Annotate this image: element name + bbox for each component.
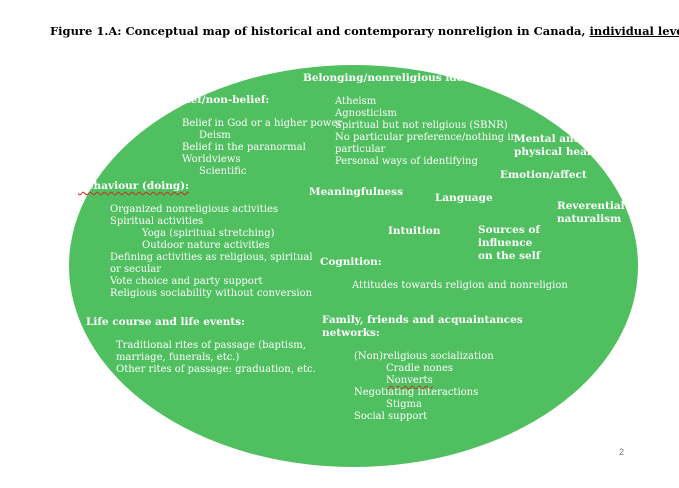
family-item-negotiating: Negotiating interactions bbox=[354, 387, 479, 398]
reverential-heading-line1: Reverential bbox=[557, 200, 625, 212]
behaviour-item-organized: Organized nonreligious activities bbox=[110, 204, 279, 215]
belonging-item-atheism: Atheism bbox=[335, 96, 377, 107]
belonging-item-no-preference: No particular preference/nothing in bbox=[335, 132, 517, 143]
behaviour-item-vote: Vote choice and party support bbox=[110, 276, 263, 287]
mental-heading-line2: physical health bbox=[514, 146, 604, 158]
figure-title: Figure 1.A: Conceptual map of historical… bbox=[50, 24, 679, 38]
belief-item-scientific: Scientific bbox=[199, 166, 247, 177]
belief-item-paranormal: Belief in the paranormal bbox=[182, 142, 306, 153]
family-heading-line2: networks: bbox=[322, 327, 380, 339]
behaviour-item-spiritual: Spiritual activities bbox=[110, 216, 204, 227]
behaviour-item-defining: Defining activities as religious, spirit… bbox=[110, 252, 313, 263]
mental-heading-line1: Mental and bbox=[514, 133, 582, 145]
meaningfulness-heading: Meaningfulness bbox=[309, 186, 403, 198]
lifecourse-heading: Life course and life events: bbox=[86, 316, 246, 328]
cognition-heading: Cognition: bbox=[320, 256, 382, 268]
figure-title-main: Figure 1.A: Conceptual map of historical… bbox=[50, 24, 590, 38]
emotion-heading: Emotion/affect bbox=[500, 169, 587, 181]
family-item-nonverts: Nonverts bbox=[386, 375, 433, 387]
behaviour-item-yoga: Yoga (spiritual stretching) bbox=[142, 228, 275, 239]
belonging-item-personal: Personal ways of identifying bbox=[335, 156, 478, 167]
behaviour-item-outdoor: Outdoor nature activities bbox=[142, 240, 270, 251]
family-item-socialization: (Non)religious socialization bbox=[354, 351, 494, 362]
belief-item-worldviews: Worldviews bbox=[182, 154, 241, 165]
page-number: 2 bbox=[619, 447, 625, 457]
belonging-item-agnosticism: Agnosticism bbox=[335, 108, 397, 119]
lifecourse-item-marriage: marriage, funerals, etc.) bbox=[116, 352, 240, 363]
reverential-heading-line2: naturalism bbox=[557, 213, 622, 225]
belonging-item-sbnr: Spiritual but not religious (SBNR) bbox=[335, 120, 508, 131]
intuition-heading: Intuition bbox=[388, 225, 441, 237]
family-heading-line1: Family, friends and acquaintances bbox=[322, 314, 523, 326]
behaviour-heading: Behaviour (doing): bbox=[78, 180, 189, 192]
family-item-cradle: Cradle nones bbox=[386, 363, 454, 374]
figure-title-underlined: individual level bbox=[589, 24, 679, 38]
behaviour-item-sociability: Religious sociability without conversion bbox=[110, 288, 313, 299]
belief-item-deism: Deism bbox=[199, 130, 231, 141]
lifecourse-item-other: Other rites of passage: graduation, etc. bbox=[116, 364, 316, 375]
belonging-heading: Belonging/nonreligious identities: bbox=[303, 72, 506, 84]
cognition-item-attitudes: Attitudes towards religion and nonreligi… bbox=[352, 280, 568, 291]
sources-heading-line1: Sources of bbox=[478, 224, 540, 236]
behaviour-heading-text: Behaviour (doing): bbox=[78, 180, 190, 192]
behaviour-item-secular: or secular bbox=[110, 264, 162, 275]
family-item-support: Social support bbox=[354, 411, 428, 422]
family-item-nonverts-text: Nonverts bbox=[386, 375, 433, 386]
family-item-stigma: Stigma bbox=[386, 399, 422, 410]
belonging-item-particular: particular bbox=[335, 144, 386, 155]
sources-heading-line3: on the self bbox=[478, 250, 541, 262]
belief-item-god: Belief in God or a higher power bbox=[182, 118, 343, 129]
concept-ellipse bbox=[69, 65, 638, 467]
belief-heading: Belief/non-belief: bbox=[167, 94, 270, 106]
sources-heading-line2: influence bbox=[478, 237, 533, 249]
lifecourse-item-traditional: Traditional rites of passage (baptism, bbox=[116, 340, 306, 351]
language-heading: Language bbox=[435, 192, 493, 204]
